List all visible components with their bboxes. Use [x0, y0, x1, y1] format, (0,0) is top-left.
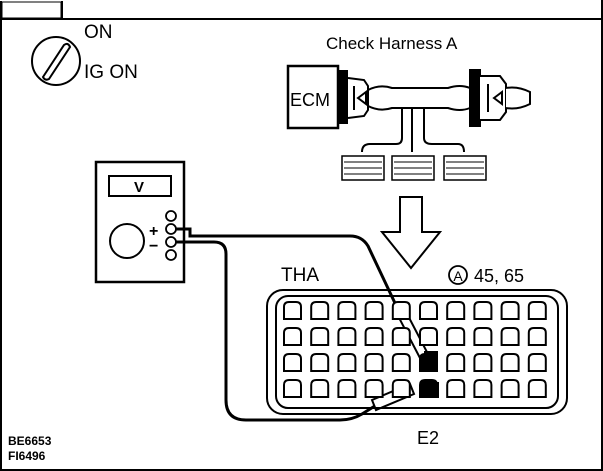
connector-pin	[364, 379, 384, 398]
connector-pin	[527, 327, 547, 346]
connector-pin	[473, 353, 493, 372]
ground-pin-label: E2	[417, 428, 439, 448]
negative-terminal-label: −	[149, 238, 158, 255]
connector-pin	[500, 379, 520, 398]
connector-id-letter: A	[453, 268, 463, 284]
connector-pin	[446, 353, 466, 372]
connector-pin	[283, 379, 302, 398]
connector-pin	[446, 301, 466, 320]
connector-pin	[527, 379, 547, 398]
connector-pin-probed	[419, 353, 438, 372]
figure-code-2: FI6496	[8, 449, 46, 463]
connector-pin	[337, 379, 357, 398]
connector-pin	[310, 379, 330, 398]
ignition-on-label: ON	[84, 22, 113, 43]
connector-pin	[391, 301, 411, 320]
header-tab	[1, 1, 62, 19]
positive-terminal-label: +	[149, 223, 158, 240]
harness-title: Check Harness A	[326, 34, 458, 53]
connector-id-circle	[448, 265, 468, 285]
connector-pin	[473, 379, 493, 398]
connector-pin	[364, 353, 384, 372]
connector-pin	[364, 327, 384, 346]
connector-pin	[527, 353, 547, 372]
connector-pin	[310, 353, 330, 372]
connector-pin	[446, 379, 466, 398]
connector-pin	[310, 301, 330, 320]
connector-pin	[283, 353, 302, 372]
harness-cable	[347, 77, 471, 153]
connector-pin	[391, 379, 411, 398]
harness-sub-connectors	[341, 155, 487, 181]
sensor-label: THA	[281, 265, 319, 286]
connector-pin	[337, 353, 357, 372]
pin-numbers-label: 45, 65	[474, 266, 524, 286]
connector-pin	[337, 301, 357, 320]
connector-pin	[473, 327, 493, 346]
connector-pin	[283, 327, 302, 346]
connector-housing	[266, 289, 568, 415]
connector-pin	[391, 353, 411, 372]
connector-pin-probed	[419, 379, 438, 398]
voltmeter	[94, 160, 186, 284]
ecm-label: ECM	[290, 90, 330, 110]
pin-grid	[283, 301, 547, 398]
connector-pin	[419, 301, 438, 320]
test-leads	[176, 227, 404, 422]
ignition-key-icon	[31, 36, 81, 86]
connector-pin	[364, 301, 384, 320]
connector-pin	[473, 301, 493, 320]
connector-pin	[500, 353, 520, 372]
ecm-unit	[286, 64, 348, 130]
figure-code-1: BE6653	[8, 434, 52, 448]
connector-pin	[310, 327, 330, 346]
connector-pin	[283, 301, 302, 320]
connector-pin	[391, 327, 411, 346]
connector-pin	[446, 327, 466, 346]
connector-pin	[527, 301, 547, 320]
down-arrow-icon	[379, 196, 443, 270]
harness-far-connector	[469, 69, 531, 127]
connector-pin	[419, 327, 438, 346]
connector-pin	[500, 301, 520, 320]
connector-pin	[337, 327, 357, 346]
voltmeter-unit-label: V	[134, 179, 144, 196]
connector-pin	[500, 327, 520, 346]
ignition-ig-on-label: IG ON	[84, 62, 138, 83]
